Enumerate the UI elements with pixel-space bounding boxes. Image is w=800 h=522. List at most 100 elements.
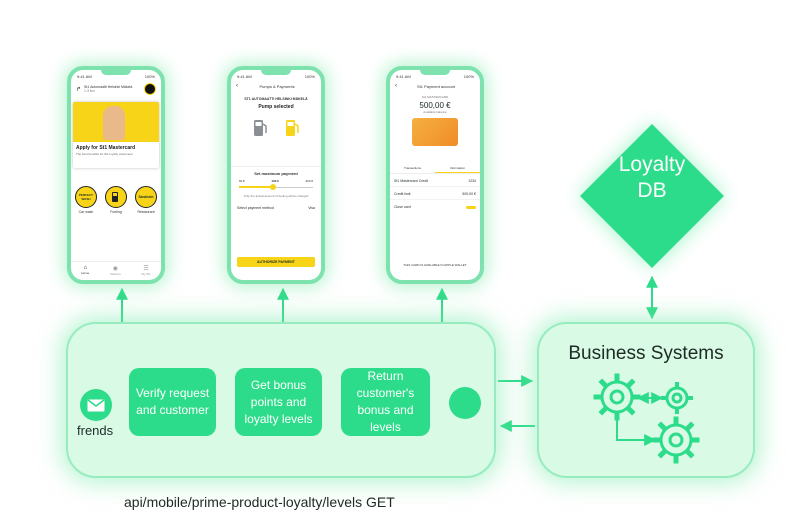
nav-home[interactable]: ⌂Home (81, 265, 89, 276)
step-line: points and (250, 394, 307, 409)
mail-icon (87, 398, 105, 411)
step-line: and customer (136, 403, 209, 417)
status-bar: 9:41 AM 100% (231, 70, 321, 81)
status-battery: 100% (304, 74, 315, 79)
pump-station-name: ST1 AUTOMAATTI HELSINKI MÄKELÄ (244, 97, 308, 101)
end-node (449, 387, 481, 419)
payment-method-label: Select payment method (237, 206, 274, 210)
step-line: Verify request (135, 386, 210, 400)
info-row: St1 Mastercard Credit 1234 (390, 174, 480, 187)
back-icon[interactable]: ‹ (236, 83, 238, 89)
bottom-nav: ⌂Home ◉Stations ☰My St1 (71, 261, 161, 276)
screen-header: Pumps & Payments (259, 83, 295, 89)
info-row-label: St1 Mastercard Credit (394, 179, 429, 183)
step-line: Get bonus (250, 377, 307, 392)
pump-yellow-icon[interactable] (284, 118, 300, 138)
tab-information[interactable]: Information (435, 164, 480, 173)
api-endpoint-label: api/mobile/prime-product-loyalty/levels … (124, 494, 395, 510)
fuel-pump-icon (105, 186, 127, 208)
slider-max: 200 € (305, 179, 313, 183)
card-label: St1 MASTERCARD (421, 95, 449, 99)
info-row-value: 1234 (468, 179, 476, 183)
balance-amount: 500,00 € (419, 101, 451, 110)
phone-pump: 9:41 AM 100% ‹ Pumps & Payments ST1 AUTO… (227, 66, 325, 284)
promo-image (73, 102, 159, 142)
back-icon[interactable]: ‹ (395, 83, 397, 89)
step-return: Return customer's bonus and levels (341, 368, 430, 436)
status-bar: 9:41 AM 100% (390, 70, 480, 81)
status-battery: 100% (463, 74, 474, 79)
max-payment-title: Set maximum payment (231, 166, 321, 176)
restaurant-icon: Sandwich (135, 186, 157, 208)
info-row-label: Credit limit (394, 192, 411, 196)
info-row: Credit limit 500.00 € (390, 187, 480, 200)
loyalty-db-diamond (580, 124, 724, 268)
tab-transactions[interactable]: Transactions (403, 166, 422, 170)
nav-my-st1-label: My St1 (141, 272, 151, 276)
authorize-payment-button[interactable]: AUTHORIZE PAYMENT (237, 257, 315, 267)
step-line: Return (367, 369, 404, 383)
loyalty-db-label: Loyalty DB (576, 152, 728, 204)
phone-notch (261, 70, 291, 75)
db-line: DB (637, 179, 667, 202)
step-line: loyalty levels (244, 411, 313, 426)
status-time: 9:41 AM (396, 74, 411, 79)
carwash-badge[interactable]: PERFECT WASH Car wash (75, 186, 97, 214)
db-line: Loyalty (618, 153, 686, 176)
frends-logo (80, 389, 112, 421)
gear-bottom-icon (652, 416, 700, 464)
restaurant-badge[interactable]: Sandwich Restaurant (135, 186, 157, 214)
promo-card[interactable]: Apply for St1 Mastercard The best benefi… (73, 102, 159, 168)
step-verify: Verify request and customer (129, 368, 216, 436)
pump-gray-icon[interactable] (252, 118, 268, 138)
nav-my-st1[interactable]: ☰My St1 (141, 265, 150, 276)
step-line: levels (370, 420, 401, 434)
nav-stations-label: Stations (109, 272, 121, 276)
nav-stations[interactable]: ◉Stations (110, 265, 121, 276)
business-systems-title: Business Systems (568, 343, 724, 364)
carwash-icon: PERFECT WASH (75, 186, 97, 208)
station-distance: 1.3 km (84, 89, 95, 93)
promo-title: Apply for St1 Mastercard (76, 145, 136, 151)
person-icon (103, 106, 125, 140)
frends-label: frends (77, 423, 114, 438)
status-time: 9:41 AM (77, 74, 92, 79)
restaurant-label: Restaurant (137, 210, 155, 214)
info-row-label: Close card (394, 205, 411, 209)
info-row[interactable]: Close card (390, 200, 480, 212)
slider-min: 60 € (239, 179, 245, 183)
gear-small-icon (661, 382, 693, 414)
charge-note: Only the actual amount of fueling will b… (243, 194, 309, 198)
fueling-label: Fueling (110, 210, 122, 214)
phone-home: 9:41 AM 100% ↱ St1 Automaatti Helsinki M… (67, 66, 165, 284)
step-get-bonus: Get bonus points and loyalty levels (235, 368, 322, 436)
apple-wallet-note[interactable]: THIS CARD IS AVAILABLE IN APPLE WALLET (403, 263, 467, 267)
info-row-value: 500.00 € (462, 192, 476, 196)
promo-subtitle: The best benefits for St1 loyalty custom… (76, 152, 133, 156)
step-line: customer's (356, 386, 415, 400)
fueling-badge[interactable]: Fueling (105, 186, 127, 214)
st1-logo-icon (144, 83, 156, 95)
home-icon: ⌂ (83, 265, 88, 271)
screen-header: St1 Payment account (416, 83, 456, 89)
location-pin-icon: ◉ (112, 266, 118, 272)
phone-notch (101, 70, 131, 75)
directions-icon[interactable]: ↱ (76, 86, 82, 93)
phone-notch (420, 70, 450, 75)
menu-icon: ☰ (143, 266, 149, 272)
status-bar: 9:41 AM 100% (71, 70, 161, 81)
status-time: 9:41 AM (237, 74, 252, 79)
payment-slider[interactable] (239, 184, 313, 190)
mastercard-image[interactable] (412, 118, 458, 146)
phone-payment: 9:41 AM 100% ‹ St1 Payment account St1 M… (386, 66, 484, 284)
payment-method-value[interactable]: Visa (308, 206, 315, 210)
nav-home-label: Home (81, 271, 90, 275)
station-name: St1 Automaatti Helsinki Mäkelä (84, 85, 133, 89)
toggle-icon[interactable] (466, 206, 476, 209)
pump-subtitle: Pump selected (258, 104, 294, 110)
step-line: bonus and (357, 403, 414, 417)
gear-large-icon (593, 373, 641, 421)
slider-handle[interactable] (270, 184, 277, 190)
status-battery: 100% (144, 74, 155, 79)
